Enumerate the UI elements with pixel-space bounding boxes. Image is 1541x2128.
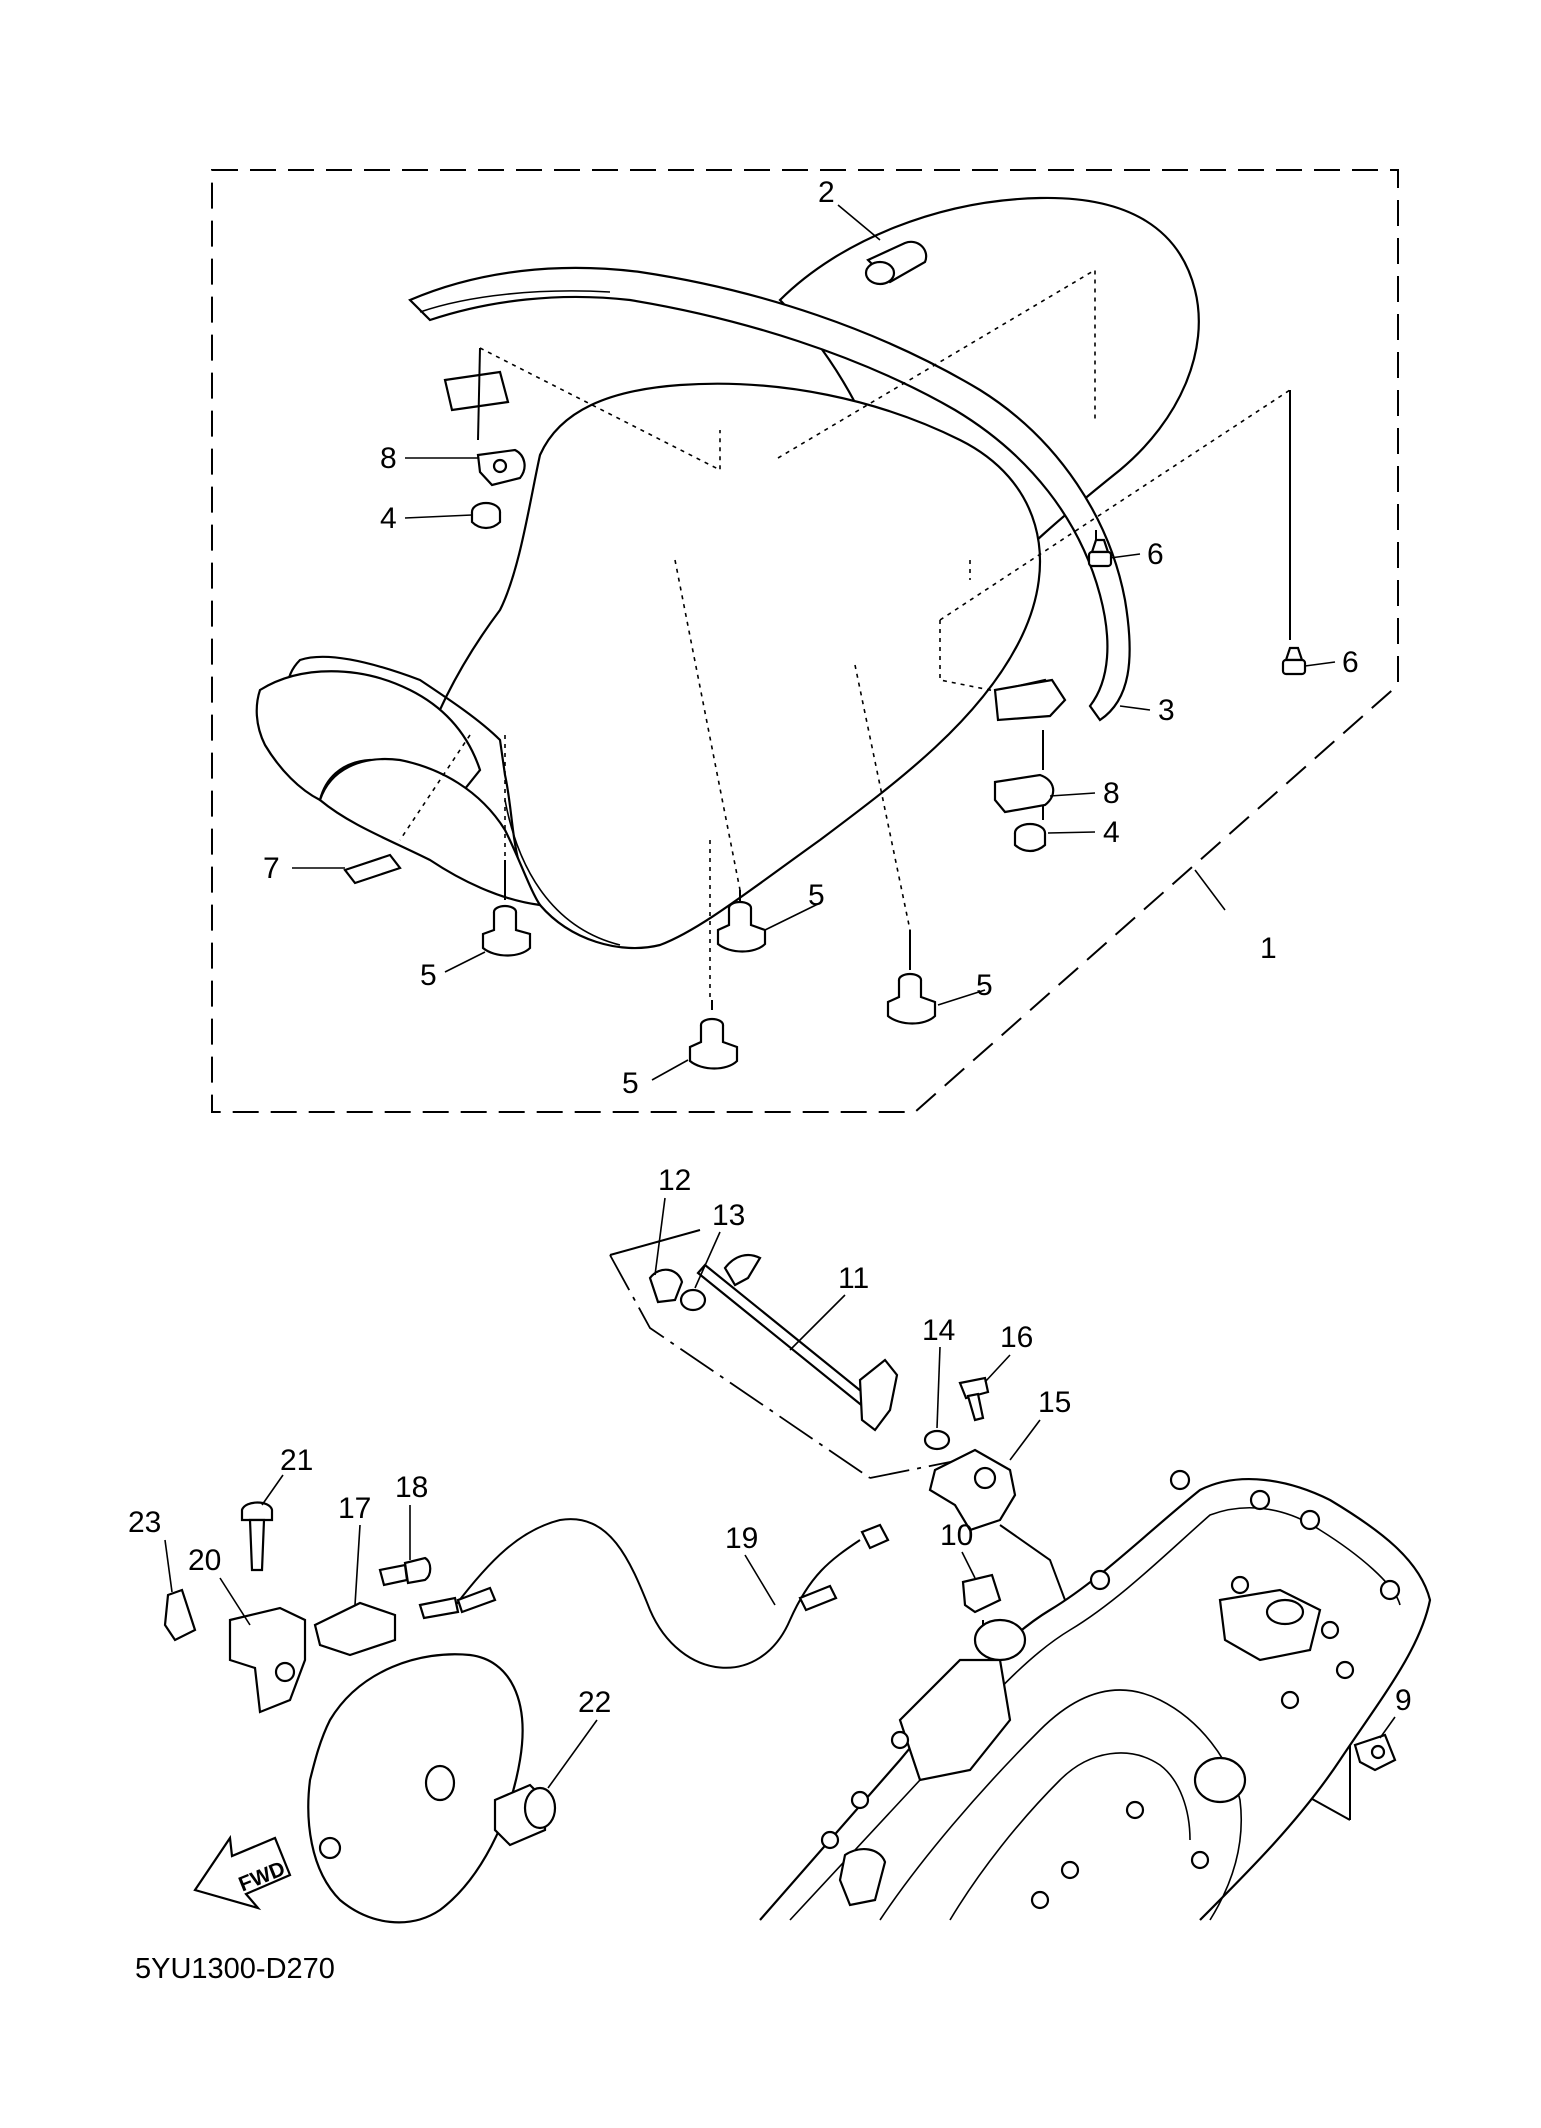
callout-5-d: 5 xyxy=(622,1067,639,1100)
callout-labels: 2 3 8 4 8 4 6 6 7 1 5 5 5 5 12 13 11 14 … xyxy=(128,176,1412,1719)
callout-9: 9 xyxy=(1395,1684,1412,1717)
callout-7: 7 xyxy=(263,852,280,885)
callout-16: 16 xyxy=(1000,1321,1033,1354)
callout-20: 20 xyxy=(188,1544,221,1577)
frame-drawing xyxy=(759,1469,1432,1921)
callout-12: 12 xyxy=(658,1164,691,1197)
callout-21: 21 xyxy=(280,1444,313,1477)
callout-19: 19 xyxy=(725,1522,758,1555)
fwd-arrow: FWD xyxy=(193,1834,292,1911)
callout-15: 15 xyxy=(1038,1386,1071,1419)
callout-8-right: 8 xyxy=(1103,777,1120,810)
callout-18: 18 xyxy=(395,1471,428,1504)
callout-6-right: 6 xyxy=(1342,646,1359,679)
callout-4-right: 4 xyxy=(1103,816,1120,849)
callout-8-left: 8 xyxy=(380,442,397,475)
callout-5-a: 5 xyxy=(808,879,825,912)
seat-assembly-boundary xyxy=(211,169,1399,1113)
callout-1: 1 xyxy=(1260,932,1277,965)
callout-10: 10 xyxy=(940,1519,973,1552)
callout-6-top: 6 xyxy=(1147,538,1164,571)
callout-17: 17 xyxy=(338,1492,371,1525)
callout-13: 13 xyxy=(712,1199,745,1232)
callout-2: 2 xyxy=(818,176,835,209)
callout-23: 23 xyxy=(128,1506,161,1539)
callout-11: 11 xyxy=(838,1262,869,1295)
callout-22: 22 xyxy=(578,1686,611,1719)
callout-3: 3 xyxy=(1158,694,1175,727)
callout-4-left: 4 xyxy=(380,502,397,535)
lock-mechanism xyxy=(163,1229,1397,1924)
callout-5-c: 5 xyxy=(420,959,437,992)
callout-14: 14 xyxy=(922,1314,955,1347)
callout-5-b: 5 xyxy=(976,969,993,1002)
fastener-parts xyxy=(343,448,1307,1070)
seat-drawing xyxy=(255,196,1200,950)
diagram-code: 5YU1300-D270 xyxy=(135,1953,335,1985)
leader-lines xyxy=(164,204,1396,1789)
